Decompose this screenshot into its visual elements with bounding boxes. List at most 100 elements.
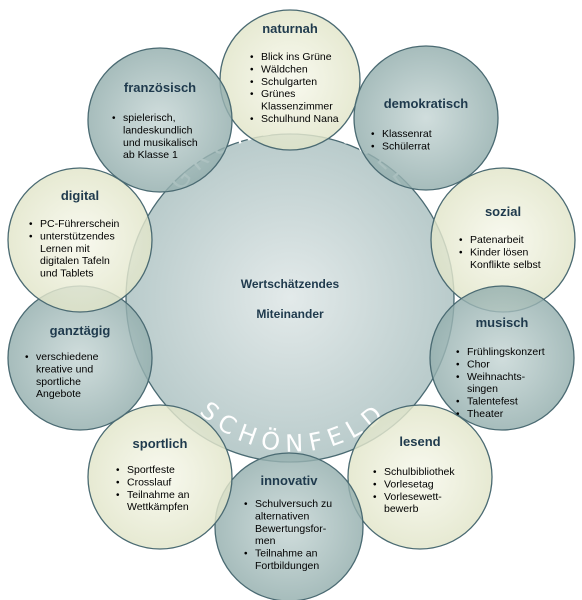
bullet-icon: • [459, 235, 463, 246]
bubble-item-naturnah-3: Grünes [261, 88, 295, 100]
bubble-circle-franzoesisch [87, 47, 233, 193]
bullet-icon: • [373, 467, 377, 478]
bubble-item-musisch-2: Weihnachts- [467, 371, 526, 383]
bubble-item-innovativ-1: Teilnahme an [255, 548, 318, 560]
bullet-icon: • [456, 409, 460, 420]
bubble-title-digital: digital [61, 188, 99, 203]
bubble-item-sozial-1: Konflikte selbst [470, 259, 541, 271]
bubble-title-naturnah: naturnah [262, 21, 318, 36]
bullet-icon: • [116, 490, 120, 501]
bullet-icon: • [250, 64, 254, 75]
bubble-item-lesend-1: Vorlesetag [384, 478, 434, 490]
bubble-franzoesisch: französisch • spielerisch,landeskundlichun… [87, 47, 233, 193]
bubble-item-sportlich-2: Wettkämpfen [127, 501, 189, 513]
bullet-icon: • [373, 492, 377, 503]
bubble-item-sportlich-1: Crosslauf [127, 476, 171, 488]
bubble-musisch: musisch • Frühlingskonzert • Chor • Weihnachts… [429, 285, 575, 431]
bubble-item-innovativ-0: Bewertungsfor- [255, 523, 327, 535]
bubble-item-innovativ-0: Schulversuch zu [255, 498, 332, 510]
bubble-item-digital-1: und Tablets [40, 268, 94, 280]
bubble-title-sozial: sozial [485, 204, 521, 219]
bubble-item-lesend-0: Schulbibliothek [384, 466, 455, 478]
bubble-title-ganztaegig: ganztägig [50, 323, 111, 338]
bubble-circle-lesend [347, 404, 493, 550]
bubble-item-lesend-2: Vorlesewett- [384, 491, 442, 503]
bubble-item-ganztaegig-0: verschiedene [36, 351, 99, 363]
bubble-item-sozial-0: Patenarbeit [470, 234, 524, 246]
bubble-item-innovativ-0: men [255, 535, 276, 547]
bullet-icon: • [456, 397, 460, 408]
bubble-item-franzoesisch-0: ab Klasse 1 [123, 149, 178, 161]
bubble-item-musisch-0: Frühlingskonzert [467, 346, 545, 358]
bubble-circle-musisch [429, 285, 575, 431]
bullet-icon: • [371, 141, 375, 152]
value-bubbles: naturnah • Blick ins Grüne • Wäldchen • Schulg… [7, 9, 576, 600]
bubble-title-demokratisch: demokratisch [384, 96, 469, 111]
bubble-item-sozial-1: Kinder lösen [470, 246, 529, 258]
bullet-icon: • [456, 372, 460, 383]
bubble-demokratisch: demokratisch • Klassenrat • Schülerrat [353, 45, 499, 191]
bubble-sportlich: sportlich • Sportfeste • Crosslauf • Teilnahme… [87, 404, 233, 550]
bubble-title-franzoesisch: französisch [124, 80, 196, 95]
bubble-item-ganztaegig-0: kreative und [36, 363, 93, 375]
bubble-title-musisch: musisch [476, 315, 529, 330]
bullet-icon: • [244, 499, 248, 510]
bubble-item-naturnah-4: Schulhund Nana [261, 113, 339, 125]
bullet-icon: • [459, 247, 463, 258]
bullet-icon: • [25, 352, 29, 363]
bubble-item-sportlich-0: Sportfeste [127, 464, 175, 476]
bubble-item-naturnah-1: Wäldchen [261, 63, 308, 75]
bubble-item-ganztaegig-0: sportliche [36, 376, 81, 388]
bullet-icon: • [116, 465, 120, 476]
bubble-item-franzoesisch-0: landeskundlich [123, 124, 193, 136]
bullet-icon: • [250, 77, 254, 88]
bubble-item-innovativ-1: Fortbildungen [255, 560, 319, 572]
bubble-item-musisch-3: Talentefest [467, 396, 518, 408]
bubble-item-digital-1: unterstützendes [40, 230, 115, 242]
bubble-item-ganztaegig-0: Angebote [36, 388, 81, 400]
bubble-item-franzoesisch-0: spielerisch, [123, 112, 176, 124]
bubble-item-lesend-2: bewerb [384, 503, 419, 515]
center-line-2: Miteinander [256, 307, 324, 321]
bubble-item-naturnah-3: Klassenzimmer [261, 101, 333, 113]
bubble-circle-digital [7, 167, 153, 313]
bubble-title-lesend: lesend [399, 434, 440, 449]
bubble-innovativ: innovativ • Schulversuch zualternativenBew… [214, 452, 364, 600]
bubble-item-digital-1: digitalen Tafeln [40, 255, 110, 267]
bullet-icon: • [116, 477, 120, 488]
bullet-icon: • [244, 549, 248, 560]
bullet-icon: • [250, 89, 254, 100]
bubble-item-musisch-4: Theater [467, 408, 504, 420]
bubble-title-sportlich: sportlich [133, 436, 188, 451]
bullet-icon: • [29, 219, 33, 230]
bubble-item-digital-0: PC-Führerschein [40, 218, 120, 230]
bubble-circle-demokratisch [353, 45, 499, 191]
bullet-icon: • [112, 113, 116, 124]
bubble-circle-innovativ [214, 452, 364, 600]
bubble-lesend: lesend • Schulbibliothek • Vorlesetag • Vorles… [347, 404, 493, 550]
bubble-item-naturnah-2: Schulgarten [261, 76, 317, 88]
bullet-icon: • [29, 231, 33, 242]
bullet-icon: • [373, 479, 377, 490]
bubble-item-musisch-1: Chor [467, 358, 490, 370]
bubble-item-demokratisch-1: Schülerrat [382, 140, 430, 152]
bubble-digital: digital • PC-Führerschein • unterstützendesL… [7, 167, 153, 313]
center-line-1: Wertschätzendes [241, 277, 340, 291]
bubble-naturnah: naturnah • Blick ins Grüne • Wäldchen • Schulg… [219, 9, 361, 151]
bubble-item-naturnah-0: Blick ins Grüne [261, 51, 332, 63]
bubble-item-franzoesisch-0: und musikalisch [123, 137, 198, 149]
bullet-icon: • [371, 129, 375, 140]
bubble-item-digital-1: Lernen mit [40, 243, 90, 255]
bubble-item-musisch-2: singen [467, 383, 498, 395]
bubble-item-sportlich-2: Teilnahme an [127, 489, 190, 501]
bullet-icon: • [250, 114, 254, 125]
bubble-sozial: sozial • Patenarbeit • Kinder lösenKonflikte… [430, 167, 576, 313]
bullet-icon: • [456, 347, 460, 358]
bullet-icon: • [250, 52, 254, 63]
bullet-icon: • [456, 359, 460, 370]
bubble-item-demokratisch-0: Klassenrat [382, 128, 432, 140]
bubble-item-innovativ-0: alternativen [255, 510, 309, 522]
bubble-title-innovativ: innovativ [260, 473, 318, 488]
